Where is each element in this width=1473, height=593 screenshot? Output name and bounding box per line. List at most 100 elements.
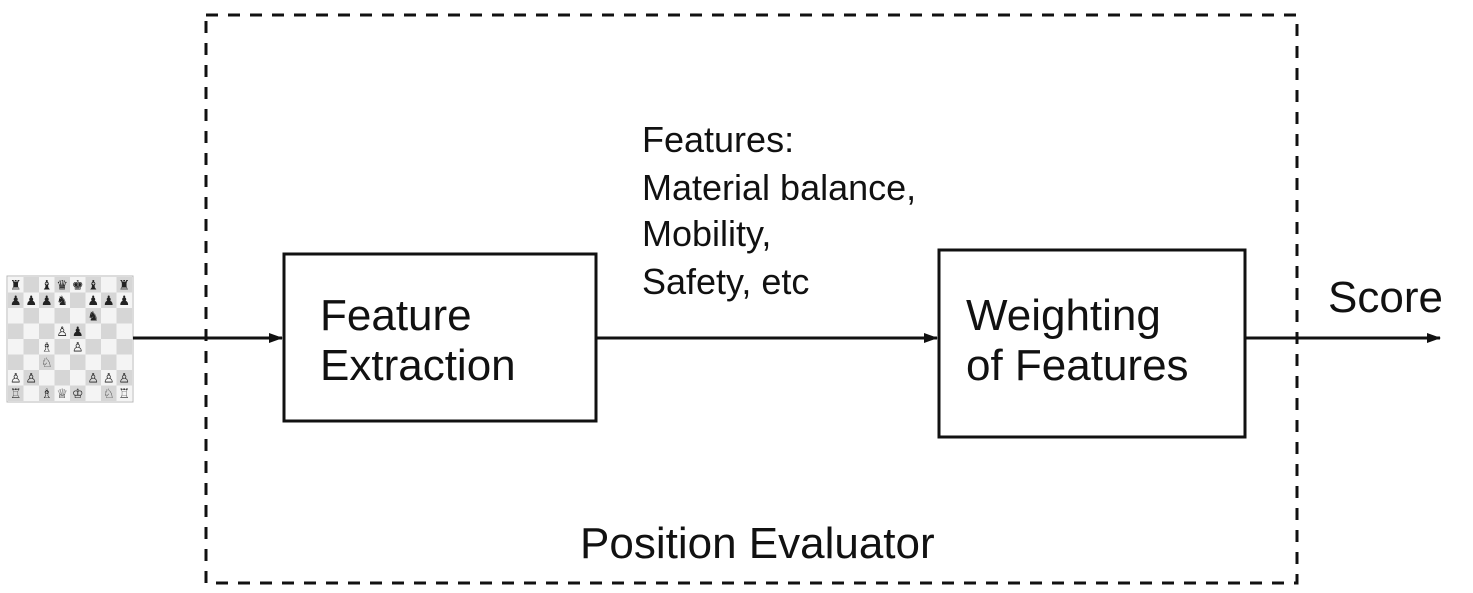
chess-piece-icon: ♞ bbox=[56, 294, 68, 309]
weighting-label-line1: Weighting bbox=[966, 291, 1161, 340]
feature-extraction-box bbox=[282, 252, 598, 423]
chess-square bbox=[85, 277, 101, 293]
chess-piece-icon: ♖ bbox=[10, 387, 22, 402]
chess-square bbox=[101, 292, 117, 308]
chess-piece-icon: ♟ bbox=[25, 294, 37, 309]
chess-square bbox=[23, 339, 39, 355]
chess-square bbox=[8, 339, 24, 355]
chess-square bbox=[70, 323, 86, 339]
chess-square bbox=[101, 308, 117, 324]
chess-piece-icon: ♖ bbox=[118, 387, 130, 402]
chess-piece-icon: ♔ bbox=[72, 387, 84, 402]
chess-square bbox=[101, 354, 117, 370]
chess-piece-icon: ♙ bbox=[56, 325, 68, 340]
chess-square bbox=[39, 385, 55, 401]
feature-extraction-label-line1: Feature bbox=[320, 291, 472, 340]
chess-square bbox=[101, 323, 117, 339]
chess-square bbox=[116, 277, 132, 293]
features-note-line: Material balance, bbox=[642, 167, 916, 208]
chess-piece-icon: ♟ bbox=[118, 294, 130, 309]
chess-square bbox=[39, 339, 55, 355]
chess-square bbox=[23, 370, 39, 386]
position-evaluator-frame bbox=[204, 13, 1299, 585]
feature-extraction-label-line2: Extraction bbox=[320, 341, 516, 390]
chess-square bbox=[54, 323, 70, 339]
features-note-line: Mobility, bbox=[642, 213, 771, 254]
chess-square bbox=[101, 339, 117, 355]
features-note-line: Features: bbox=[642, 119, 794, 160]
chess-piece-icon: ♟ bbox=[10, 294, 22, 309]
weighting-of-features-box bbox=[937, 248, 1247, 439]
features-note: Features: Material balance, Mobility, Sa… bbox=[642, 119, 916, 302]
chess-piece-icon: ♝ bbox=[41, 278, 53, 293]
chess-board-icon: ♜♝♛♚♝♜♟♟♟♞♟♟♟♞♙♟♗♙♘♙♙♙♙♙♖♗♕♔♘♖ bbox=[6, 275, 134, 403]
chess-piece-icon: ♟ bbox=[87, 294, 99, 309]
chess-square bbox=[8, 292, 24, 308]
chess-square bbox=[116, 370, 132, 386]
weighting-label-line2: of Features bbox=[966, 341, 1189, 390]
chess-piece-icon: ♝ bbox=[87, 278, 99, 293]
chess-square bbox=[116, 385, 132, 401]
chess-square bbox=[23, 292, 39, 308]
chess-square bbox=[54, 370, 70, 386]
chess-square bbox=[70, 370, 86, 386]
chess-piece-icon: ♙ bbox=[87, 371, 99, 386]
chess-square bbox=[116, 308, 132, 324]
chess-piece-icon: ♜ bbox=[10, 278, 22, 293]
chess-piece-icon: ♟ bbox=[103, 294, 115, 309]
chess-square bbox=[116, 292, 132, 308]
chess-square bbox=[70, 277, 86, 293]
chess-square bbox=[8, 323, 24, 339]
chess-square bbox=[101, 370, 117, 386]
chess-piece-icon: ♜ bbox=[118, 278, 130, 293]
chess-square bbox=[54, 385, 70, 401]
chess-piece-icon: ♟ bbox=[72, 325, 84, 340]
chess-square bbox=[85, 323, 101, 339]
chess-square bbox=[85, 385, 101, 401]
chess-piece-icon: ♚ bbox=[72, 278, 84, 293]
chess-square bbox=[8, 354, 24, 370]
chess-square bbox=[70, 308, 86, 324]
chess-piece-icon: ♙ bbox=[72, 340, 84, 355]
chess-square bbox=[54, 277, 70, 293]
chess-square bbox=[85, 370, 101, 386]
chess-square bbox=[23, 308, 39, 324]
chess-square bbox=[101, 385, 117, 401]
chess-square bbox=[23, 323, 39, 339]
chess-square bbox=[85, 308, 101, 324]
chess-square bbox=[54, 308, 70, 324]
chess-square bbox=[39, 370, 55, 386]
chess-piece-icon: ♞ bbox=[87, 309, 99, 324]
chess-square bbox=[70, 292, 86, 308]
chess-square bbox=[23, 277, 39, 293]
chess-square bbox=[8, 385, 24, 401]
chess-piece-icon: ♙ bbox=[10, 371, 22, 386]
chess-square bbox=[39, 308, 55, 324]
chess-piece-icon: ♗ bbox=[41, 387, 53, 402]
chess-square bbox=[116, 323, 132, 339]
chess-piece-icon: ♘ bbox=[103, 387, 115, 402]
position-evaluator-label: Position Evaluator bbox=[580, 519, 935, 568]
chess-square bbox=[116, 354, 132, 370]
chess-square bbox=[8, 370, 24, 386]
chess-square bbox=[70, 385, 86, 401]
chess-square bbox=[39, 277, 55, 293]
chess-square bbox=[70, 339, 86, 355]
chess-square bbox=[8, 308, 24, 324]
chess-square bbox=[54, 339, 70, 355]
chess-piece-icon: ♙ bbox=[103, 371, 115, 386]
chess-square bbox=[39, 292, 55, 308]
chess-square bbox=[101, 277, 117, 293]
chess-square bbox=[70, 354, 86, 370]
chess-piece-icon: ♕ bbox=[56, 387, 68, 402]
chess-piece-icon: ♗ bbox=[41, 340, 53, 355]
chess-square bbox=[54, 292, 70, 308]
chess-square bbox=[23, 354, 39, 370]
chess-piece-icon: ♙ bbox=[118, 371, 130, 386]
chess-square bbox=[85, 339, 101, 355]
chess-square bbox=[39, 354, 55, 370]
features-note-line: Safety, etc bbox=[642, 261, 809, 302]
chess-square bbox=[116, 339, 132, 355]
